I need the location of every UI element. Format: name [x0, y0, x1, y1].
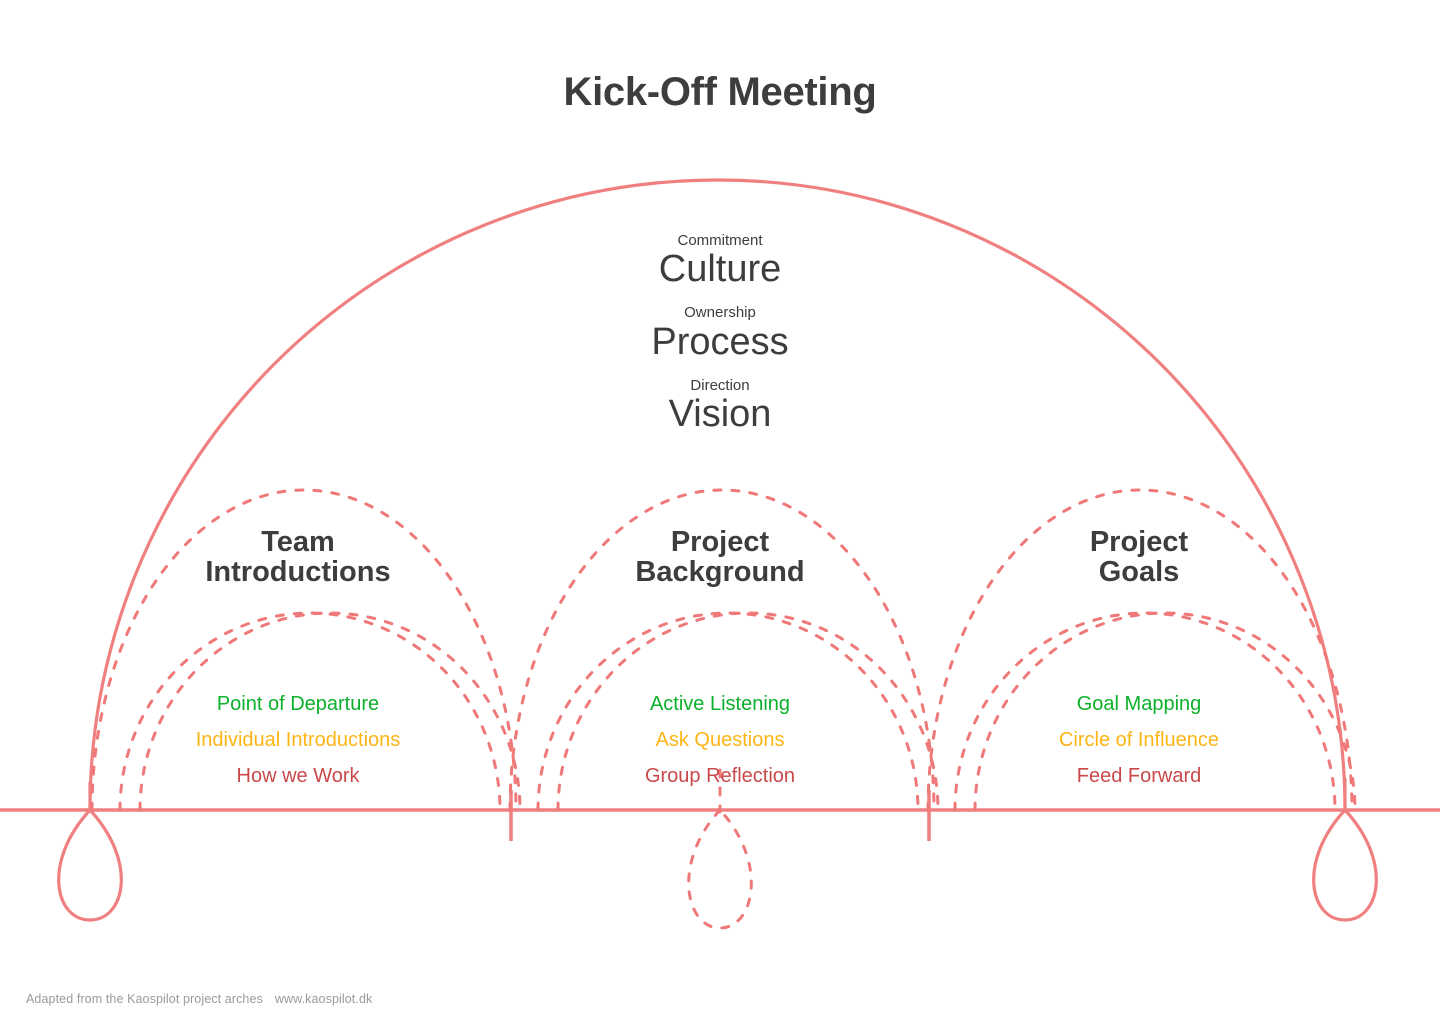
list-item: Ask Questions	[655, 729, 785, 751]
list-item: Point of Departure	[216, 693, 380, 715]
list-item: Active Listening	[649, 693, 791, 715]
section-heading-line1: Team	[261, 526, 335, 558]
section-items-project-background: Active Listening Ask Questions Group Ref…	[540, 686, 900, 794]
section-items-project-goals: Goal Mapping Circle of Influence Feed Fo…	[959, 686, 1319, 794]
section-heading-project-goals: Project Goals	[959, 527, 1319, 588]
list-item: How we Work	[236, 765, 360, 787]
concept-title-process: Process	[651, 320, 789, 363]
concept-title-vision: Vision	[668, 392, 772, 435]
section-heading-line2: Background	[635, 556, 805, 589]
concept-title-culture: Culture	[658, 248, 782, 291]
section-heading-line1: Project	[670, 526, 770, 558]
footer-credit-text: Adapted from the Kaospilot project arche…	[26, 992, 263, 1006]
footer-attribution: Adapted from the Kaospilot project arche…	[26, 992, 372, 1006]
section-heading-line1: Project	[1089, 526, 1189, 558]
concept-group-ownership-process: Ownership Process	[520, 304, 920, 362]
section-heading-line2: Goals	[1098, 556, 1180, 589]
teardrop-center-dotted	[687, 807, 753, 930]
page-title: Kick-Off Meeting	[563, 70, 877, 114]
list-item: Group Reflection	[644, 765, 796, 787]
list-item: Feed Forward	[1076, 765, 1202, 787]
concept-label-commitment: Commitment	[677, 232, 763, 249]
concept-label-direction: Direction	[690, 376, 750, 394]
teardrop-right	[1312, 807, 1378, 922]
section-heading-team-introductions: Team Introductions	[118, 527, 478, 588]
list-item: Individual Introductions	[195, 729, 401, 751]
concept-group-direction-vision: Direction Vision	[520, 377, 920, 435]
footer-url: www.kaospilot.dk	[274, 992, 373, 1006]
section-heading-line2: Introductions	[205, 556, 391, 589]
list-item: Circle of Influence	[1058, 729, 1220, 751]
section-heading-project-background: Project Background	[540, 527, 900, 588]
teardrop-left	[57, 807, 123, 922]
concept-group-commitment-culture: Commitment Culture	[520, 232, 920, 290]
center-concept-stack: Commitment Culture Ownership Process Dir…	[520, 232, 920, 441]
section-items-team-introductions: Point of Departure Individual Introducti…	[118, 686, 478, 794]
concept-label-ownership: Ownership	[684, 304, 756, 322]
list-item: Goal Mapping	[1076, 693, 1202, 715]
